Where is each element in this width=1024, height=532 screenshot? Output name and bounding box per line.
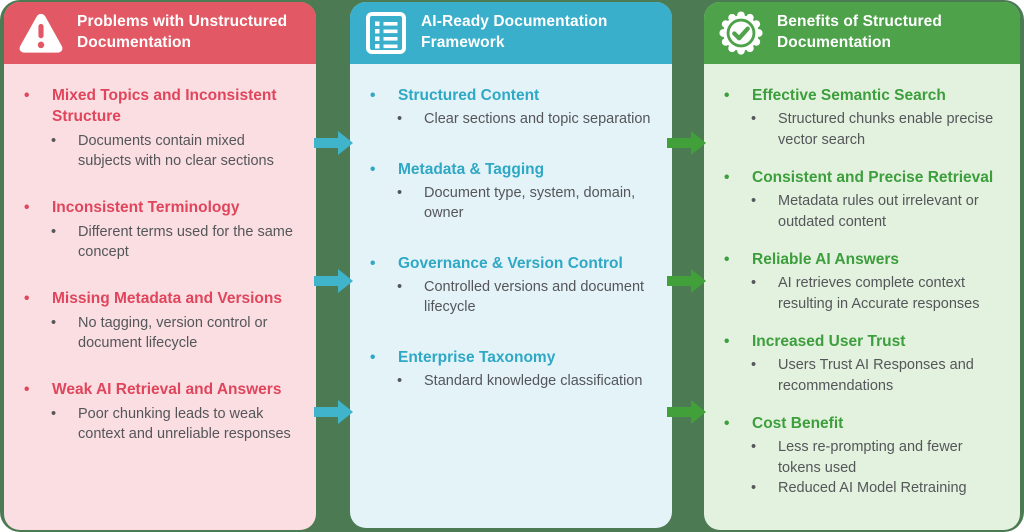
column-framework-title: AI-Ready Documentation Framework xyxy=(421,13,608,51)
column-framework: AI-Ready Documentation Framework Structu… xyxy=(350,2,672,528)
item-detail: Standard knowledge classification xyxy=(350,371,658,392)
column-problems-body: Mixed Topics and Inconsistent Structure … xyxy=(4,64,316,444)
list-item: Mixed Topics and Inconsistent Structure … xyxy=(4,85,302,171)
item-title: Cost Benefit xyxy=(704,413,1006,435)
column-framework-body: Structured Content Clear sections and to… xyxy=(350,64,672,392)
item-detail: Users Trust AI Responses and recommendat… xyxy=(704,355,1006,396)
flow-arrow-right-2 xyxy=(667,268,707,294)
column-problems: Problems with Unstructured Documentation… xyxy=(4,2,316,530)
flow-arrow-left-1 xyxy=(314,130,354,156)
list-item: Metadata & Tagging Document type, system… xyxy=(350,159,658,224)
list-item: Structured Content Clear sections and to… xyxy=(350,85,658,130)
certified-badge-icon xyxy=(718,10,764,56)
list-item: Weak AI Retrieval and Answers Poor chunk… xyxy=(4,379,302,444)
item-detail: Clear sections and topic separation xyxy=(350,109,658,130)
document-checklist-icon xyxy=(364,11,408,55)
item-detail: Different terms used for the same concep… xyxy=(4,222,302,263)
item-detail: No tagging, version control or document … xyxy=(4,313,302,354)
flow-arrow-left-3 xyxy=(314,399,354,425)
list-item: Missing Metadata and Versions No tagging… xyxy=(4,288,302,353)
column-benefits-header: Benefits of Structured Documentation xyxy=(704,2,1020,64)
item-detail: Reduced AI Model Retraining xyxy=(704,478,1006,499)
item-title: Weak AI Retrieval and Answers xyxy=(4,379,302,401)
flow-arrow-right-1 xyxy=(667,130,707,156)
flow-arrow-left-2 xyxy=(314,268,354,294)
list-item: Governance & Version Control Controlled … xyxy=(350,253,658,318)
list-item: Increased User Trust Users Trust AI Resp… xyxy=(704,331,1006,396)
column-problems-title: Problems with Unstructured Documentation xyxy=(77,13,288,51)
item-detail: Less re-prompting and fewer tokens used xyxy=(704,437,1006,478)
list-item: Consistent and Precise Retrieval Metadat… xyxy=(704,167,1006,232)
list-item: Cost Benefit Less re-prompting and fewer… xyxy=(704,413,1006,499)
item-title: Consistent and Precise Retrieval xyxy=(704,167,1006,189)
item-detail: Controlled versions and document lifecyc… xyxy=(350,277,658,318)
list-item: Effective Semantic Search Structured chu… xyxy=(704,85,1006,150)
item-title: Reliable AI Answers xyxy=(704,249,1006,271)
column-problems-header: Problems with Unstructured Documentation xyxy=(4,2,316,64)
column-benefits-title: Benefits of Structured Documentation xyxy=(777,13,942,51)
item-title: Mixed Topics and Inconsistent Structure xyxy=(4,85,302,128)
item-title: Effective Semantic Search xyxy=(704,85,1006,107)
item-title: Governance & Version Control xyxy=(350,253,658,275)
item-detail: Structured chunks enable precise vector … xyxy=(704,109,1006,150)
item-title: Metadata & Tagging xyxy=(350,159,658,181)
list-item: Reliable AI Answers AI retrieves complet… xyxy=(704,249,1006,314)
item-detail: Documents contain mixed subjects with no… xyxy=(4,131,302,172)
item-detail: Poor chunking leads to weak context and … xyxy=(4,404,302,445)
list-item: Enterprise Taxonomy Standard knowledge c… xyxy=(350,347,658,392)
item-title: Structured Content xyxy=(350,85,658,107)
item-title: Missing Metadata and Versions xyxy=(4,288,302,310)
item-title: Inconsistent Terminology xyxy=(4,197,302,219)
warning-triangle-icon xyxy=(18,12,64,54)
item-title: Increased User Trust xyxy=(704,331,1006,353)
item-detail: AI retrieves complete context resulting … xyxy=(704,273,1006,314)
item-detail: Document type, system, domain, owner xyxy=(350,183,658,224)
item-title: Enterprise Taxonomy xyxy=(350,347,658,369)
column-benefits: Benefits of Structured Documentation Eff… xyxy=(704,2,1020,530)
column-framework-header: AI-Ready Documentation Framework xyxy=(350,2,672,64)
flow-arrow-right-3 xyxy=(667,399,707,425)
item-detail: Metadata rules out irrelevant or outdate… xyxy=(704,191,1006,232)
column-benefits-body: Effective Semantic Search Structured chu… xyxy=(704,64,1020,498)
list-item: Inconsistent Terminology Different terms… xyxy=(4,197,302,262)
